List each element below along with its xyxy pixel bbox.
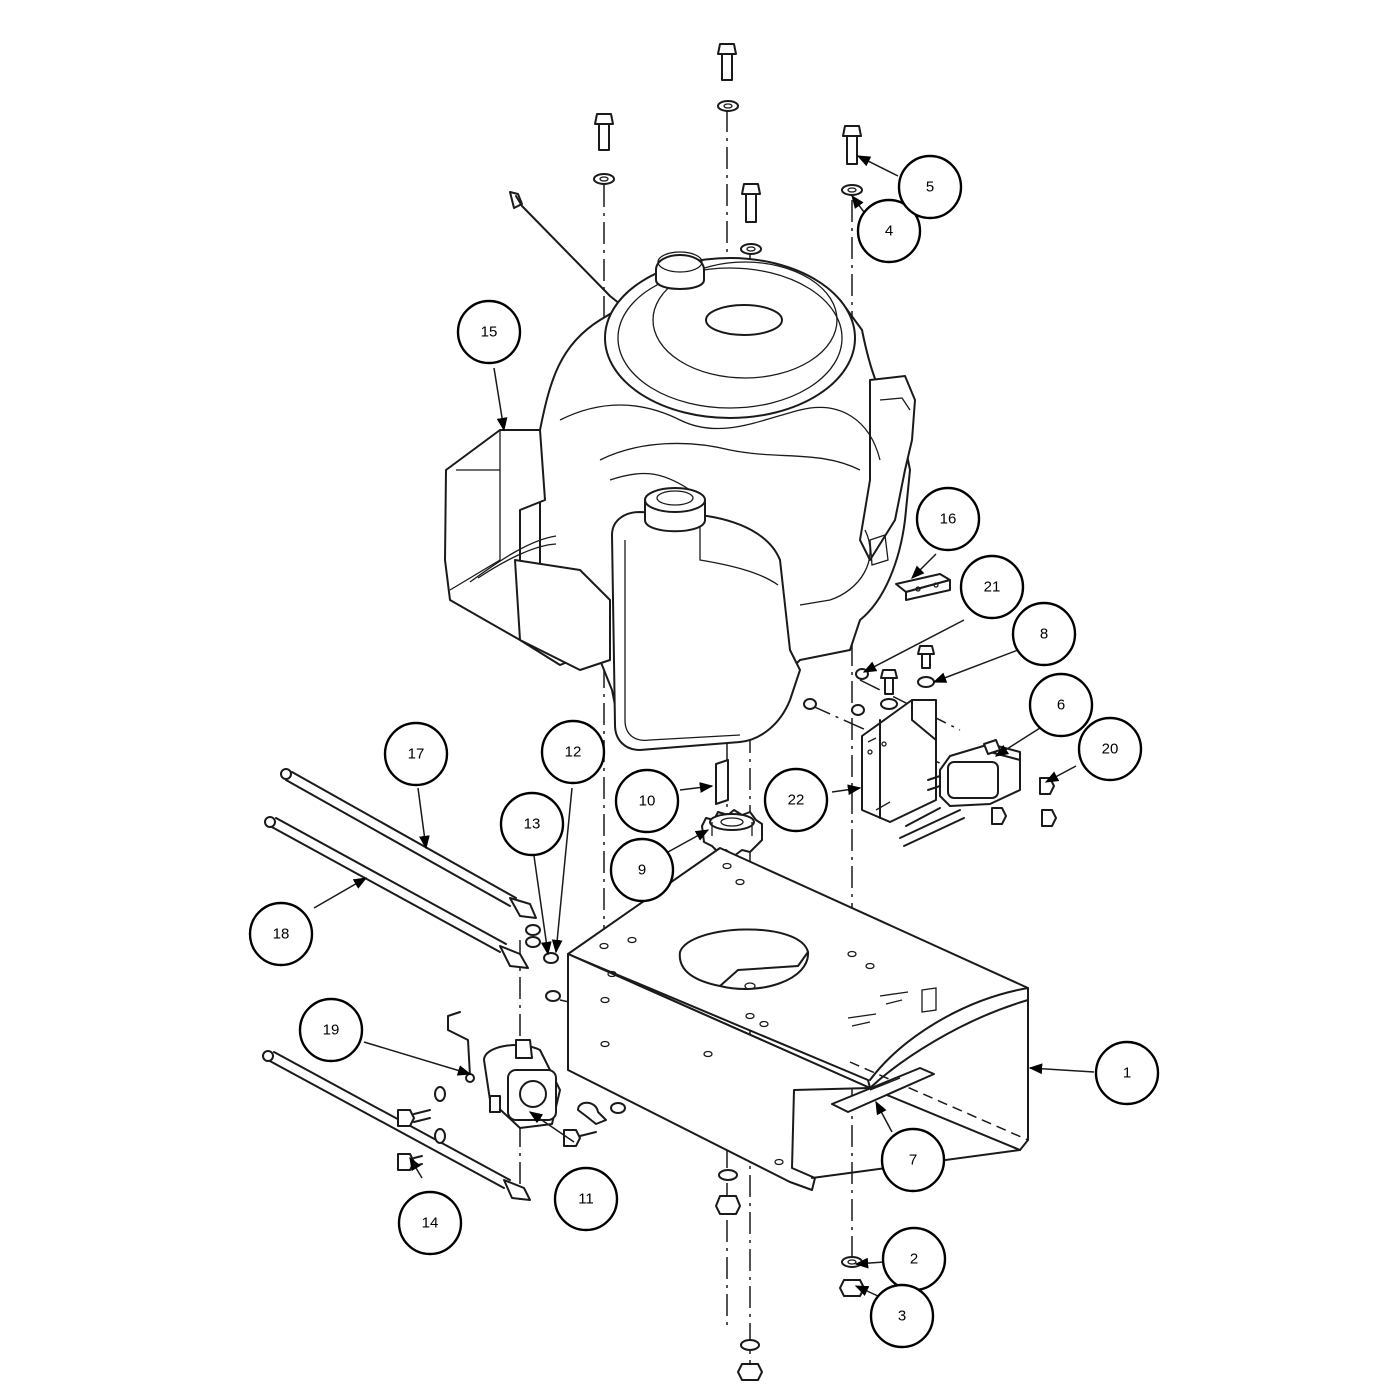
callout-9: 9 — [609, 837, 675, 903]
engine-mount-plate — [567, 847, 1029, 1191]
bottom-nuts-and-washers — [715, 1169, 865, 1381]
svg-text:16: 16 — [940, 511, 957, 528]
callout-bubbles: 1 2 3 4 5 6 7 8 9 10 11 12 13 14 15 16 1… — [248, 154, 1160, 1349]
svg-text:19: 19 — [323, 1022, 340, 1039]
callout-8: 8 — [1011, 601, 1077, 667]
svg-text:20: 20 — [1102, 741, 1119, 758]
starter-solenoid — [397, 1011, 626, 1147]
svg-text:22: 22 — [788, 792, 805, 809]
callout-6: 6 — [1028, 672, 1094, 738]
callout-15: 15 — [456, 299, 522, 365]
sprocket — [701, 809, 763, 857]
engine — [444, 191, 916, 751]
callout-16: 16 — [915, 486, 981, 552]
callout-2: 2 — [881, 1226, 947, 1292]
svg-text:6: 6 — [1057, 697, 1065, 714]
svg-text:2: 2 — [910, 1251, 918, 1268]
svg-text:8: 8 — [1040, 626, 1048, 643]
control-bracket — [861, 699, 937, 823]
svg-text:11: 11 — [578, 1191, 594, 1208]
bracket-plate — [831, 1067, 935, 1113]
svg-text:1: 1 — [1123, 1065, 1131, 1082]
callout-10: 10 — [614, 768, 680, 834]
callout-12: 12 — [540, 719, 606, 785]
callout-18: 18 — [248, 901, 314, 967]
svg-text:10: 10 — [639, 793, 656, 810]
callout-17: 17 — [383, 721, 449, 787]
callout-20: 20 — [1077, 716, 1143, 782]
svg-text:5: 5 — [926, 179, 934, 196]
shaft-key — [715, 759, 729, 805]
svg-text:13: 13 — [524, 816, 541, 833]
svg-text:3: 3 — [898, 1308, 906, 1325]
svg-text:12: 12 — [565, 744, 582, 761]
callout-21: 21 — [959, 554, 1025, 620]
svg-text:18: 18 — [273, 926, 290, 943]
callout-14: 14 — [397, 1190, 463, 1256]
svg-text:14: 14 — [422, 1215, 439, 1232]
svg-text:15: 15 — [481, 324, 498, 341]
svg-text:4: 4 — [885, 223, 893, 240]
svg-text:9: 9 — [638, 862, 646, 879]
callout-4: 4 — [856, 198, 922, 264]
svg-text:17: 17 — [408, 746, 425, 763]
leader-lines — [313, 155, 1095, 1297]
callout-11: 11 — [553, 1166, 619, 1232]
callout-3: 3 — [869, 1283, 935, 1349]
callout-19: 19 — [298, 997, 364, 1063]
callout-5: 5 — [897, 154, 963, 220]
svg-text:21: 21 — [984, 579, 1001, 596]
callout-22: 22 — [763, 767, 829, 833]
battery-cables — [262, 768, 537, 1201]
callout-1: 1 — [1094, 1040, 1160, 1106]
cable-nuts — [525, 924, 561, 1002]
top-bolts-and-washers — [593, 43, 863, 255]
callout-7: 7 — [880, 1127, 946, 1193]
screw — [397, 1153, 423, 1171]
callout-13: 13 — [499, 791, 565, 857]
svg-text:7: 7 — [909, 1152, 917, 1169]
